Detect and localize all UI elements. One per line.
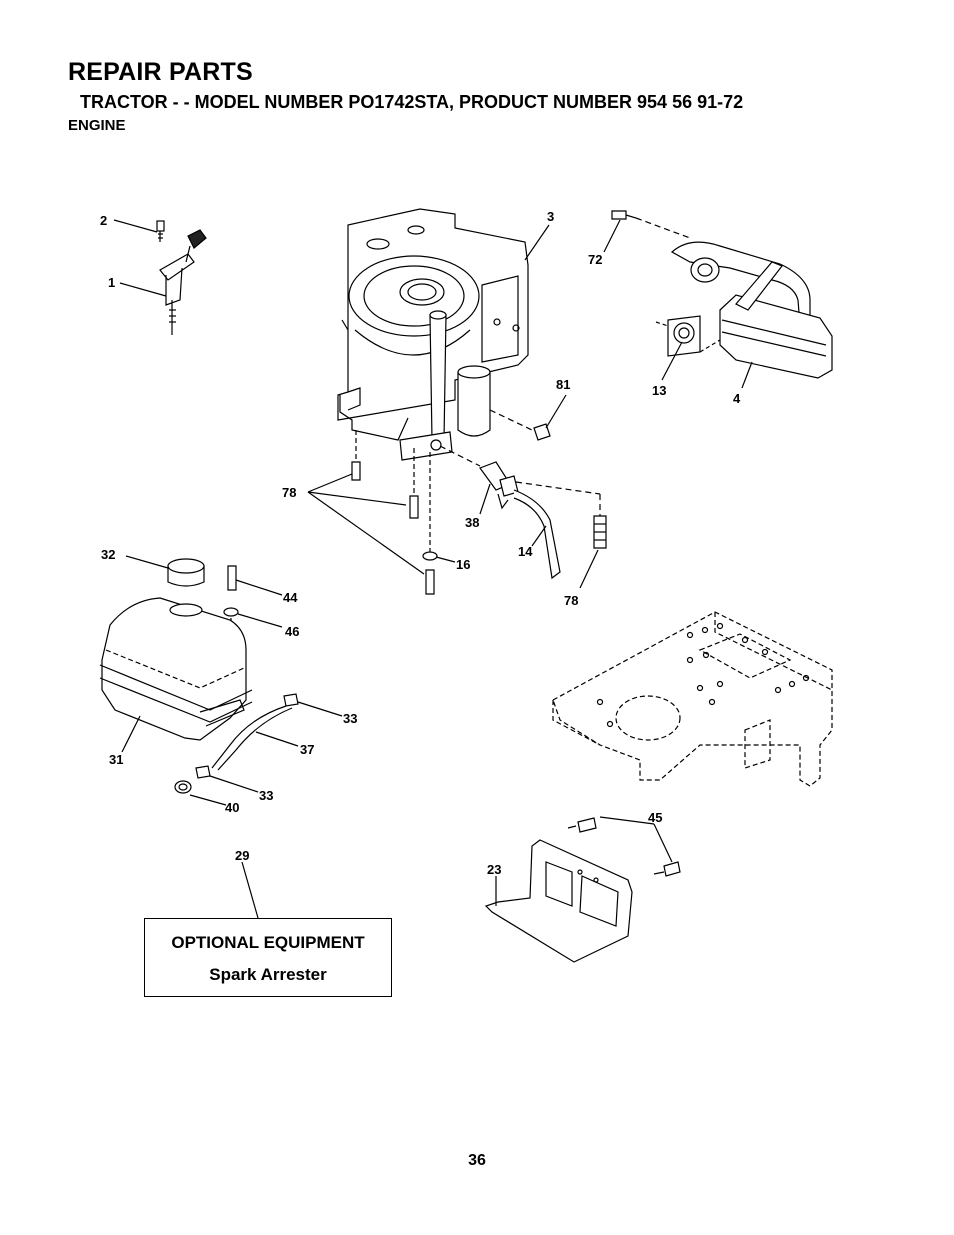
callout-33-lower: 33 [259,788,273,803]
callout-1: 1 [108,275,115,290]
fuel-line-drawing [439,409,607,580]
callout-78-bolt: 78 [564,593,578,608]
tractor-frame-drawing [552,611,833,787]
callout-4: 4 [733,391,741,406]
optional-equipment-box: OPTIONAL EQUIPMENT Spark Arrester [144,918,392,997]
page-number: 36 [468,1152,486,1169]
throttle-control-drawing [156,220,207,335]
frame-holes [596,622,810,728]
callout-40: 40 [225,800,239,815]
muffler-drawing [611,210,833,379]
callout-46: 46 [285,624,299,639]
callout-38: 38 [465,515,479,530]
engine-drawing [337,208,529,461]
callout-45: 45 [648,810,662,825]
callout-78-engine: 78 [282,485,296,500]
leader-lines [113,219,753,919]
callout-29: 29 [235,848,249,863]
callout-3: 3 [547,209,554,224]
optional-equipment-heading: OPTIONAL EQUIPMENT [171,933,365,952]
page-subtitle: TRACTOR - - MODEL NUMBER PO1742STA, PROD… [80,92,744,112]
callout-2: 2 [100,213,107,228]
callout-23: 23 [487,862,501,877]
optional-equipment-item: Spark Arrester [209,965,327,984]
page-title: REPAIR PARTS [68,58,253,86]
callout-44: 44 [283,590,298,605]
callout-31: 31 [109,752,123,767]
engine-bolts-drawing [351,430,438,595]
callout-13: 13 [652,383,666,398]
callout-72: 72 [588,252,602,267]
callout-16: 16 [456,557,470,572]
heat-shield-drawing [484,817,681,963]
fuel-tank-drawing [99,558,253,741]
callout-81: 81 [556,377,570,392]
callout-32: 32 [101,547,115,562]
callout-14: 14 [518,544,533,559]
section-label: ENGINE [68,117,126,134]
callout-37: 37 [300,742,314,757]
tank-hose-drawing [174,693,299,794]
callout-33-upper: 33 [343,711,357,726]
